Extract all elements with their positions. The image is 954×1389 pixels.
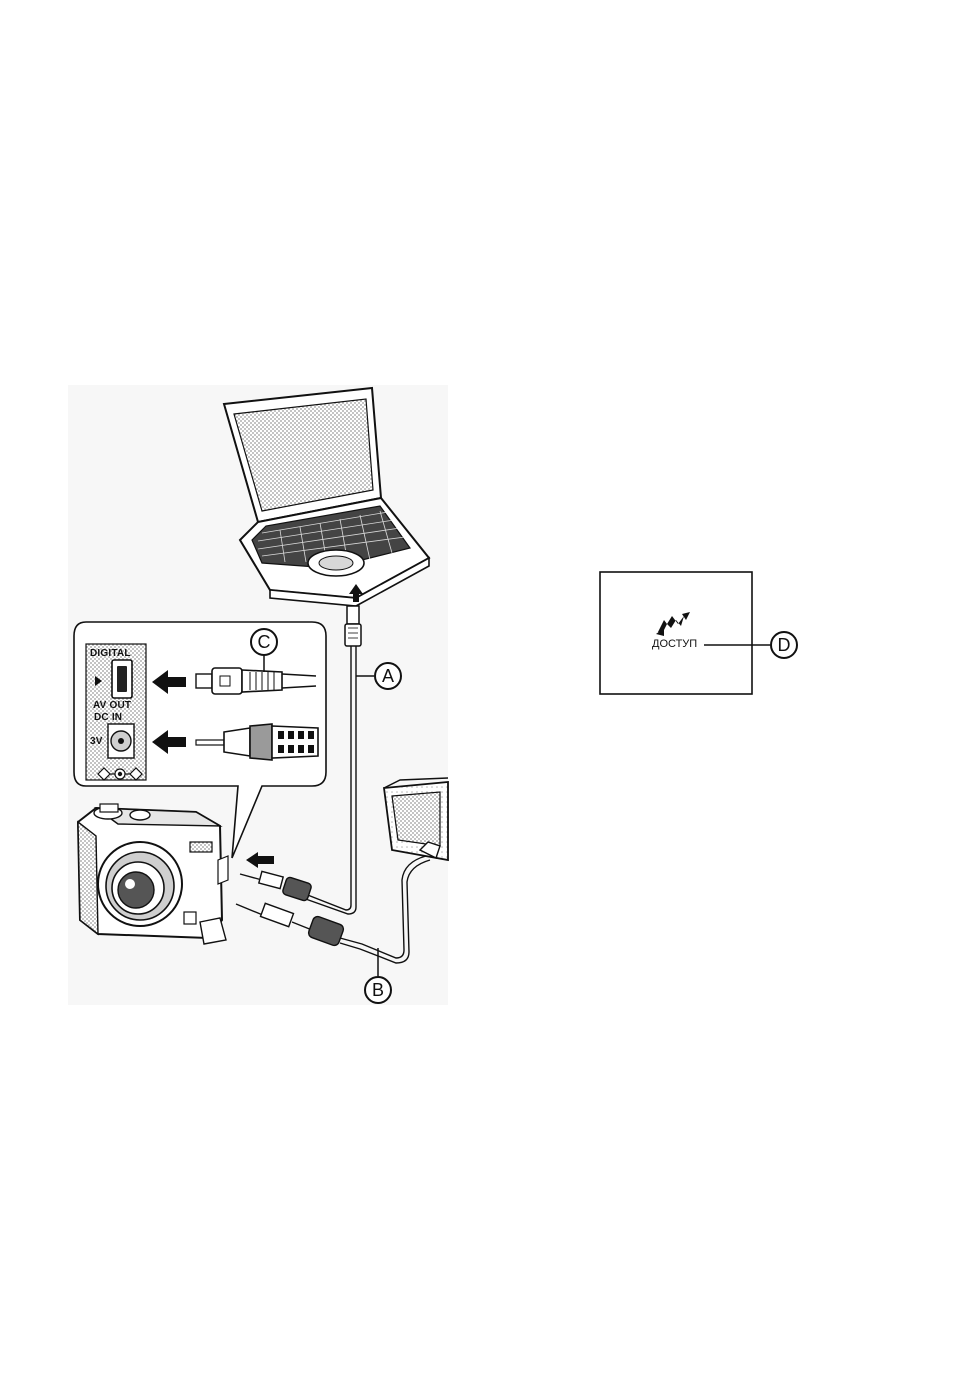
polarity-symbol — [98, 768, 142, 780]
callout-c: C — [250, 628, 278, 656]
camera-screen-inset — [600, 572, 752, 694]
callout-d: D — [770, 631, 798, 659]
access-label: ДОСТУП — [652, 638, 697, 650]
camera — [78, 804, 228, 944]
digital-label: DIGITAL — [90, 648, 131, 659]
usb-plug — [345, 606, 361, 646]
ac-adaptor — [384, 778, 448, 860]
callout-a: A — [374, 662, 402, 690]
av-out-label: AV OUT — [93, 700, 131, 711]
voltage-label: 3V — [90, 736, 103, 747]
dc-in-label: DC IN — [94, 712, 122, 723]
callout-b: B — [364, 976, 392, 1004]
